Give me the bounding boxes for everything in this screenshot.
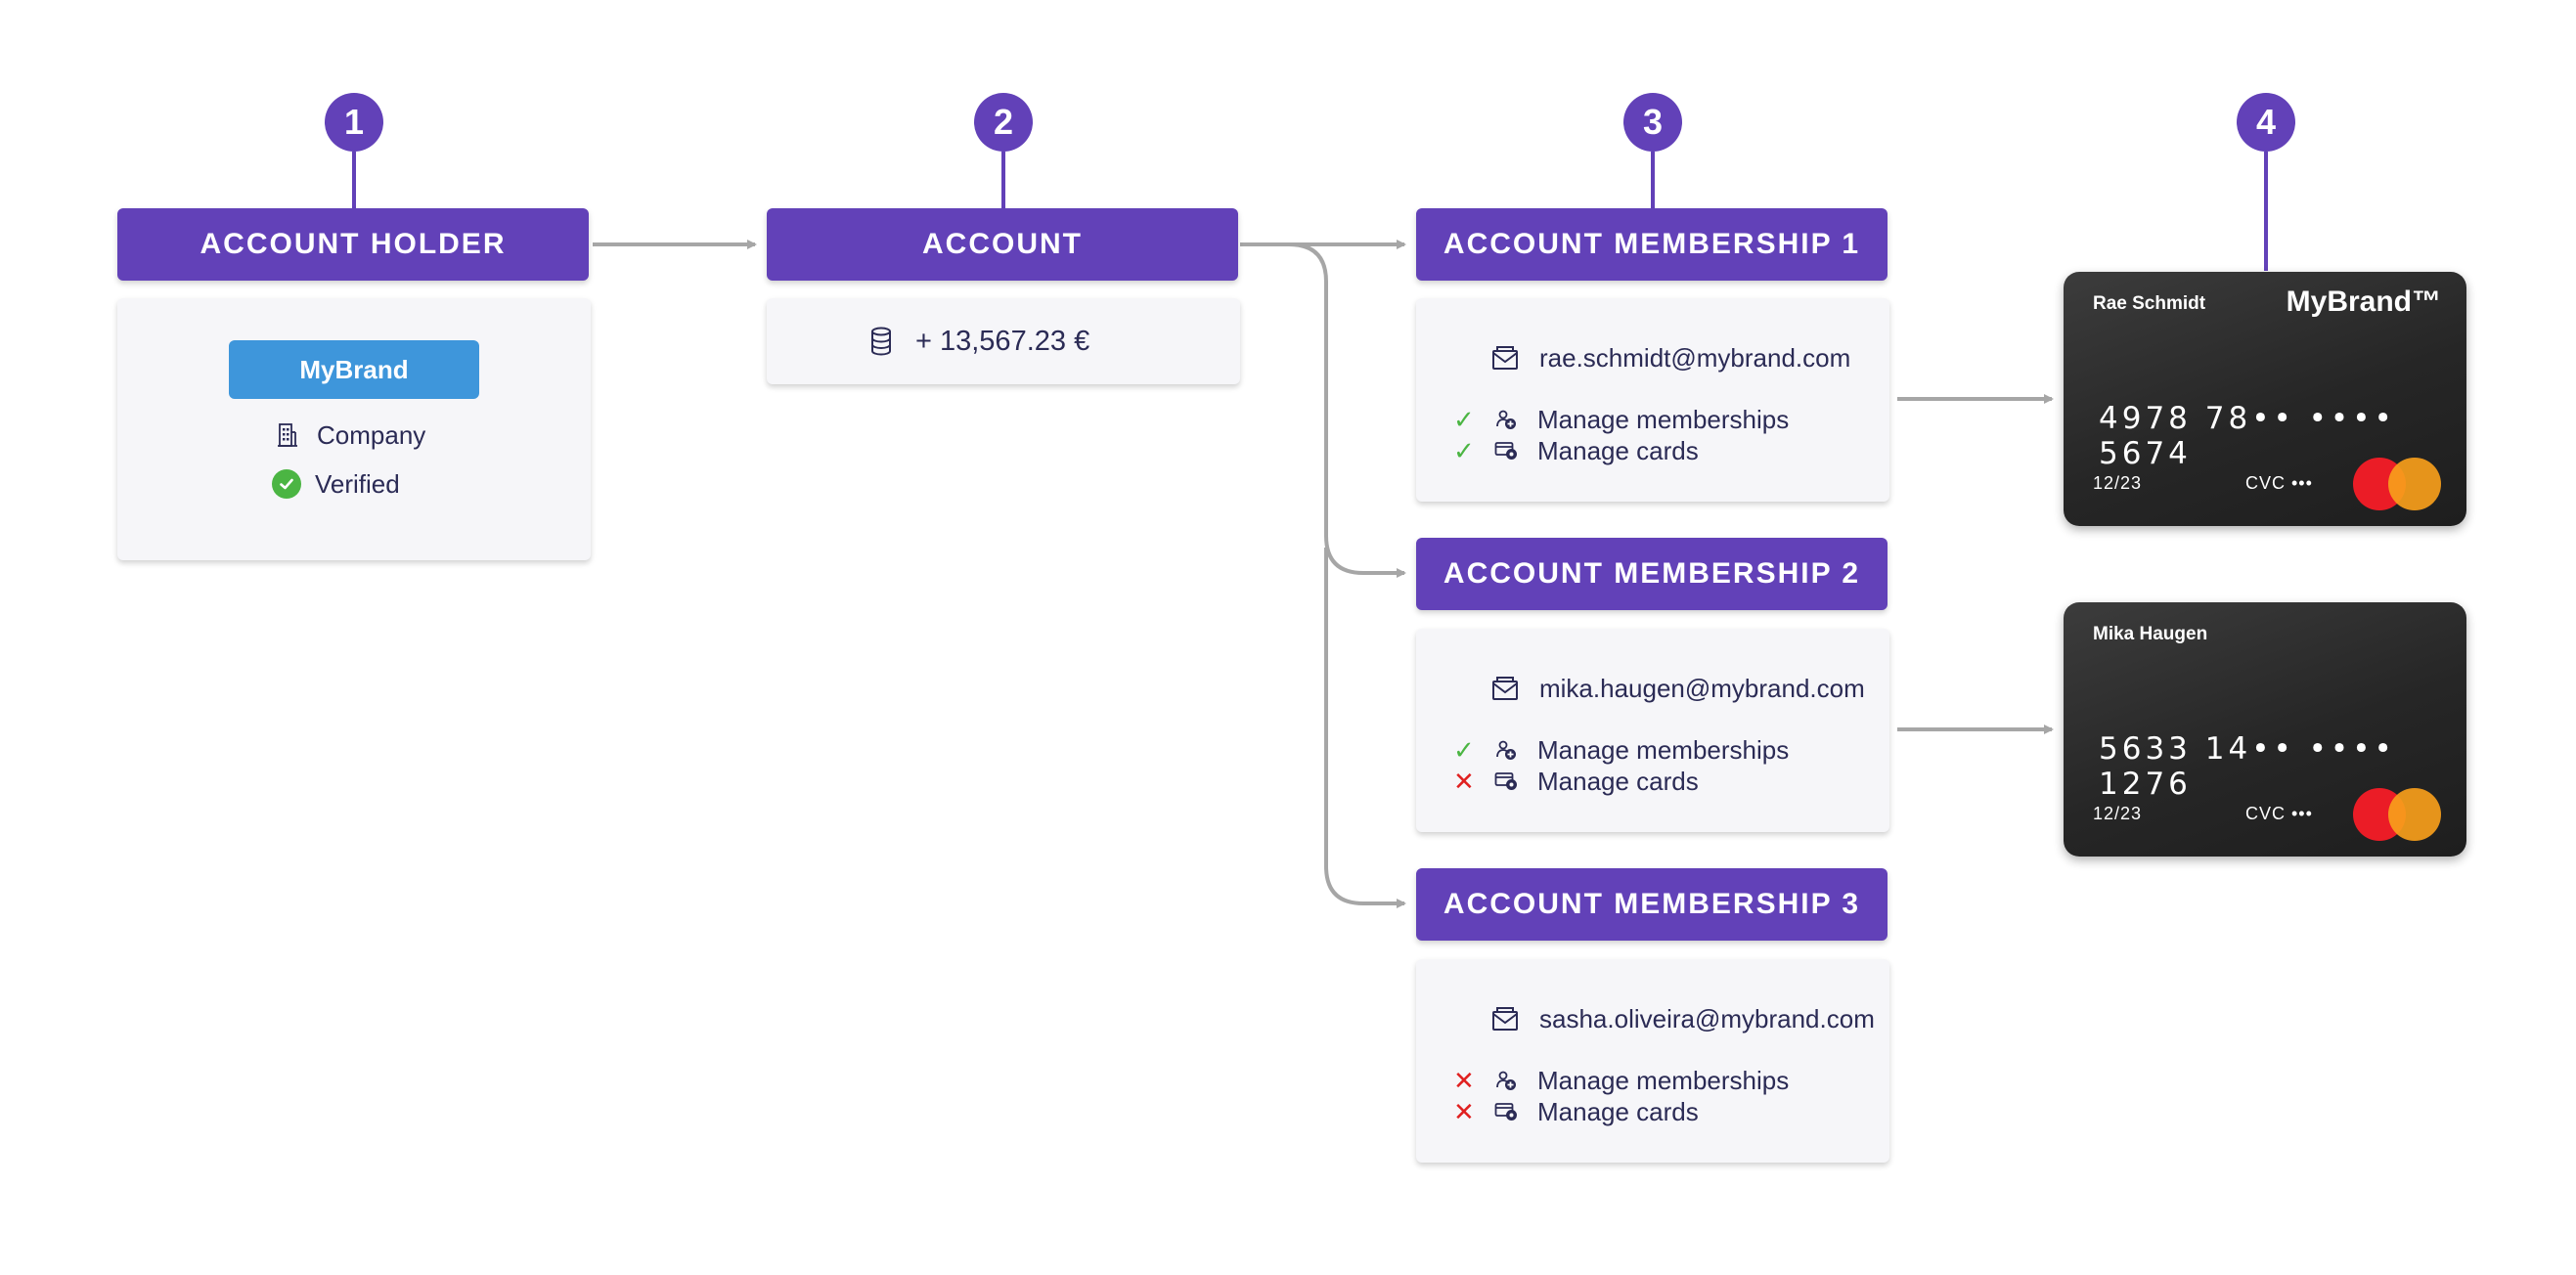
verified-row: Verified bbox=[272, 467, 400, 501]
membership-3-perm1-label: Manage memberships bbox=[1537, 1065, 1790, 1095]
user-add-icon bbox=[1494, 739, 1518, 761]
membership-1-panel bbox=[1416, 298, 1889, 502]
step-3-stem bbox=[1651, 152, 1655, 208]
membership-1-perm1-label: Manage memberships bbox=[1537, 404, 1790, 434]
arrow-account-to-membership-3 bbox=[1324, 548, 1406, 908]
account-holder-type: Company bbox=[317, 419, 426, 450]
membership-3-perm1-cross-icon: ✕ bbox=[1453, 1065, 1475, 1095]
membership-1-perm2-check-icon: ✓ bbox=[1453, 435, 1475, 465]
membership-2-perm1-check-icon: ✓ bbox=[1453, 734, 1475, 765]
membership-3-perm2-label: Manage cards bbox=[1537, 1096, 1699, 1126]
payment-card-2: Mika Haugen 5633 14•• •••• 1276 12/23 CV… bbox=[2064, 602, 2466, 857]
membership-1-perm-memberships: ✓ Manage memberships bbox=[1453, 404, 1789, 435]
membership-3-panel bbox=[1416, 959, 1889, 1163]
membership-1-perm1-check-icon: ✓ bbox=[1453, 404, 1475, 434]
membership-2-panel bbox=[1416, 629, 1889, 832]
account-header: ACCOUNT bbox=[767, 208, 1238, 281]
verification-status: Verified bbox=[315, 468, 400, 499]
coins-icon bbox=[868, 327, 894, 356]
membership-2-perm-memberships: ✓ Manage memberships bbox=[1453, 734, 1789, 766]
membership-2-email-row: mika.haugen@mybrand.com bbox=[1490, 671, 1865, 706]
balance-row: + 13,567.23 € bbox=[868, 324, 1089, 359]
membership-2-perm1-label: Manage memberships bbox=[1537, 734, 1790, 765]
envelope-icon bbox=[1490, 1006, 1520, 1032]
membership-2-email: mika.haugen@mybrand.com bbox=[1539, 673, 1865, 703]
card-2-expiry: 12/23 bbox=[2093, 804, 2143, 823]
membership-3-email-row: sasha.oliveira@mybrand.com bbox=[1490, 1001, 1875, 1036]
envelope-icon bbox=[1490, 345, 1520, 371]
step-1-badge: 1 bbox=[325, 93, 383, 152]
membership-3-email: sasha.oliveira@mybrand.com bbox=[1539, 1003, 1875, 1033]
user-add-icon bbox=[1494, 409, 1518, 430]
membership-1-perm-cards: ✓ Manage cards bbox=[1453, 435, 1699, 466]
payment-card-1: Rae Schmidt MyBrand™ 4978 78•• •••• 5674… bbox=[2064, 272, 2466, 526]
membership-1-email: rae.schmidt@mybrand.com bbox=[1539, 342, 1851, 373]
step-2-stem bbox=[1001, 152, 1005, 208]
account-balance: + 13,567.23 € bbox=[915, 325, 1090, 357]
card-2-cvc: CVC ••• bbox=[2245, 804, 2313, 823]
step-2-badge: 2 bbox=[974, 93, 1033, 152]
card-2-holder: Mika Haugen bbox=[2093, 624, 2208, 644]
step-1-stem bbox=[352, 152, 356, 208]
account-panel bbox=[767, 298, 1240, 384]
membership-2-header: ACCOUNT MEMBERSHIP 2 bbox=[1416, 538, 1888, 610]
card-1-brand: MyBrand™ bbox=[2286, 286, 2441, 318]
card-1-number: 4978 78•• •••• 5674 bbox=[2099, 401, 2396, 471]
verified-check-icon bbox=[272, 469, 301, 499]
company-row: Company bbox=[276, 418, 425, 452]
membership-1-perm2-label: Manage cards bbox=[1537, 435, 1699, 465]
account-holder-header: ACCOUNT HOLDER bbox=[117, 208, 589, 281]
membership-3-header: ACCOUNT MEMBERSHIP 3 bbox=[1416, 868, 1888, 941]
brand-badge: MyBrand bbox=[229, 340, 479, 399]
membership-1-header: ACCOUNT MEMBERSHIP 1 bbox=[1416, 208, 1888, 281]
envelope-icon bbox=[1490, 676, 1520, 701]
membership-2-perm2-label: Manage cards bbox=[1537, 766, 1699, 796]
membership-3-perm-cards: ✕ Manage cards bbox=[1453, 1096, 1699, 1127]
card-1-expiry: 12/23 bbox=[2093, 473, 2143, 493]
membership-3-perm-memberships: ✕ Manage memberships bbox=[1453, 1065, 1789, 1096]
building-icon bbox=[276, 422, 299, 448]
mastercard-logo-orange-circle bbox=[2388, 788, 2441, 841]
mastercard-logo-orange-circle bbox=[2388, 458, 2441, 510]
card-settings-icon bbox=[1494, 771, 1518, 791]
step-4-badge: 4 bbox=[2237, 93, 2295, 152]
membership-1-email-row: rae.schmidt@mybrand.com bbox=[1490, 340, 1850, 375]
arrow-account-to-membership-2 bbox=[1240, 242, 1406, 578]
membership-2-perm2-cross-icon: ✕ bbox=[1453, 766, 1475, 796]
membership-2-perm-cards: ✕ Manage cards bbox=[1453, 766, 1699, 797]
card-settings-icon bbox=[1494, 441, 1518, 461]
card-1-cvc: CVC ••• bbox=[2245, 473, 2313, 493]
card-2-number: 5633 14•• •••• 1276 bbox=[2099, 731, 2396, 802]
membership-3-perm2-cross-icon: ✕ bbox=[1453, 1096, 1475, 1126]
step-4-stem bbox=[2264, 152, 2268, 271]
card-settings-icon bbox=[1494, 1102, 1518, 1121]
step-3-badge: 3 bbox=[1623, 93, 1682, 152]
user-add-icon bbox=[1494, 1070, 1518, 1091]
card-1-holder: Rae Schmidt bbox=[2093, 293, 2206, 314]
